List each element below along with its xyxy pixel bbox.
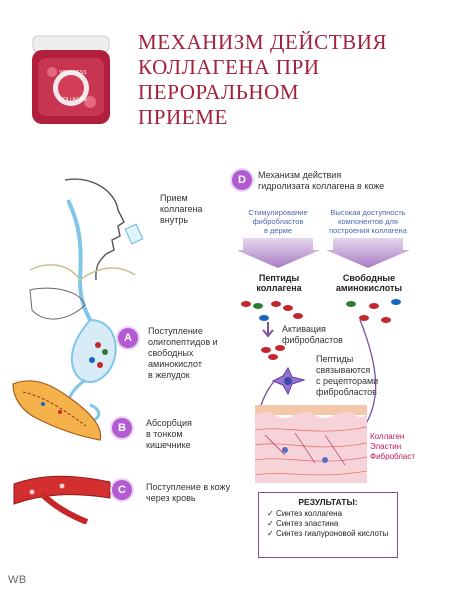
results-box: РЕЗУЛЬТАТЫ: Синтез коллагена Синтез элас… <box>258 492 398 558</box>
head-outline <box>64 178 125 281</box>
step-c-badge: C <box>112 480 132 500</box>
watermark: WB <box>8 574 27 586</box>
title-line: ПРИЕМЕ <box>138 105 228 129</box>
arrow-line: компонентов для <box>338 217 398 226</box>
step-c-text: Поступление в кожу через кровь <box>146 482 256 504</box>
col-right-head: Свободные аминокислоты <box>324 273 414 293</box>
intake-line: внутрь <box>160 215 189 225</box>
step-a-text: Поступление олигопептидов и свободных ам… <box>148 326 258 381</box>
step-line: через кровь <box>146 493 196 503</box>
receptor-line: фибробластов <box>316 387 377 397</box>
skin-cross-section <box>255 405 367 483</box>
col-left-head: Пептиды коллагена <box>234 273 324 293</box>
head-line: коллагена <box>256 283 302 293</box>
mechanism-line: Механизм действия <box>258 170 342 180</box>
mechanism-line: гидролизата коллагена в коже <box>258 181 385 191</box>
activation-arrow <box>262 322 274 338</box>
step-b-text: Абсорбция в тонком кишечнике <box>146 418 246 451</box>
step-b-badge: B <box>112 418 132 438</box>
head-line: Пептиды <box>258 273 300 283</box>
legend-fibroblast: Фибробласт <box>370 452 416 461</box>
molecules-row <box>241 299 401 323</box>
arrow-down-right <box>326 238 410 268</box>
title-line: КОЛЛАГЕНА ПРИ <box>138 55 320 79</box>
receptor-line: с рецепторами <box>316 376 379 386</box>
results-title: РЕЗУЛЬТАТЫ: <box>298 497 358 507</box>
intake-label: Прием коллагена внутрь <box>160 193 240 226</box>
step-line: в тонком <box>146 429 183 439</box>
step-line: Поступление в кожу <box>146 482 231 492</box>
jar-name: COLLAGEN <box>59 97 87 103</box>
arrow-line: фибробластов <box>252 217 304 226</box>
result-item: Синтез коллагена <box>267 509 397 519</box>
collagen-jar-image <box>32 35 110 124</box>
receptor-line: связываются <box>316 365 371 375</box>
result-item: Синтез гиалуроновой кислоты <box>267 529 397 539</box>
step-line: свободных <box>148 348 194 358</box>
intake-line: Прием <box>160 193 188 203</box>
legend-collagen: Коллаген <box>370 432 405 441</box>
title-line: МЕХАНИЗМ ДЕЙСТВИЯ <box>138 30 388 54</box>
skin-legend: Коллаген Эластин Фибробласт <box>370 432 446 462</box>
arrow-down-left <box>238 238 320 268</box>
mechanism-title: Механизм действия гидролизата коллагена … <box>258 170 428 192</box>
esophagus <box>66 199 83 281</box>
arrow-line: Высокая доступность <box>330 208 406 217</box>
head-line: Свободные <box>342 273 396 283</box>
intestine-image <box>12 380 102 441</box>
page-title: МЕХАНИЗМ ДЕЙСТВИЯ КОЛЛАГЕНА ПРИ ПЕРОРАЛЬ… <box>138 30 438 130</box>
step-line: олигопептидов и <box>148 337 218 347</box>
arrow-right-text: Высокая доступность компонентов для пост… <box>328 208 408 235</box>
step-d-badge: D <box>232 170 252 190</box>
activation-line: фибробластов <box>282 335 343 345</box>
result-item: Синтез эластина <box>267 519 397 529</box>
step-line: в желудок <box>148 370 190 380</box>
step-line: кишечнике <box>146 440 191 450</box>
digestion-illustration <box>29 178 136 423</box>
legend-elastin: Эластин <box>370 442 402 451</box>
arrow-line: построения коллагена <box>329 226 407 235</box>
intake-line: коллагена <box>160 204 203 214</box>
title-line: ПЕРОРАЛЬНОМ <box>138 80 300 104</box>
arrow-line: Стимулирование <box>248 208 308 217</box>
activation-line: Активация <box>282 324 326 334</box>
receptor-line: Пептиды <box>316 354 354 364</box>
step-line: Поступление <box>148 326 203 336</box>
step-line: аминокислот <box>148 359 202 369</box>
step-a-badge: A <box>118 328 138 348</box>
step-line: Абсорбция <box>146 418 192 428</box>
jar-brand: WELLNESS <box>59 70 87 76</box>
arrow-line: в дерме <box>263 226 293 235</box>
arrow-left-text: Стимулирование фибробластов в дерме <box>238 208 318 235</box>
activation-label: Активация фибробластов <box>282 324 362 346</box>
funnel-arrows <box>238 238 410 268</box>
peptide-cluster <box>261 345 285 360</box>
blood-vessel-image <box>13 475 111 524</box>
stomach <box>70 318 117 384</box>
fibroblast-cell <box>271 366 306 396</box>
head-line: аминокислоты <box>335 283 403 293</box>
receptor-text: Пептиды связываются с рецепторами фиброб… <box>316 354 416 398</box>
collagen-cup-icon <box>124 223 144 245</box>
